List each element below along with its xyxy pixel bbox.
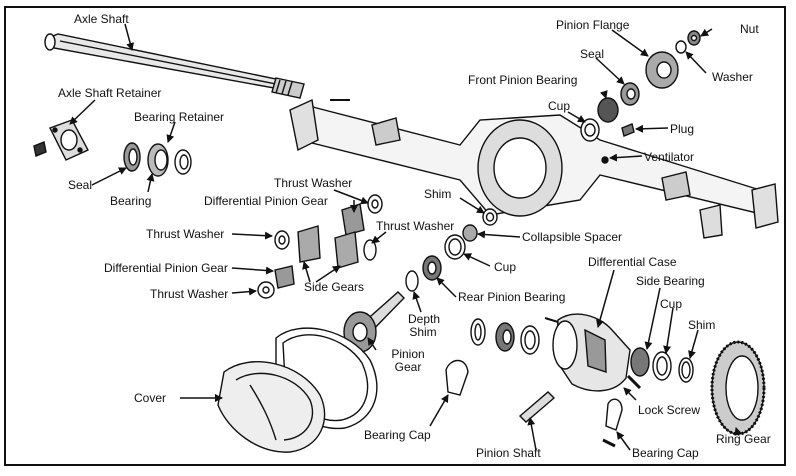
label-axle-shaft-retainer: Axle Shaft Retainer xyxy=(58,86,162,100)
label-thrust-washer-top: Thrust Washer xyxy=(274,176,353,190)
label-nut: Nut xyxy=(740,22,759,36)
label-shim-right: Shim xyxy=(688,318,716,332)
label-collapsible-spacer: Collapsible Spacer xyxy=(522,230,623,244)
pinion-flange-parts xyxy=(580,30,701,142)
axle-housing-part xyxy=(289,98,779,239)
label-thrust-washer-low: Thrust Washer xyxy=(150,287,229,301)
label-cover: Cover xyxy=(134,391,167,405)
label-side-bearing: Side Bearing xyxy=(636,274,705,288)
label-cup-mid: Cup xyxy=(494,260,517,274)
label-rear-pinion-bearing: Rear Pinion Bearing xyxy=(458,290,566,304)
label-pinion-gear-line2: Gear xyxy=(394,360,422,374)
label-bearing-left: Bearing xyxy=(110,194,152,208)
label-seal-left: Seal xyxy=(68,178,93,192)
label-bearing-cap-left: Bearing Cap xyxy=(364,428,431,442)
label-diff-pinion-gear-top: Differential Pinion Gear xyxy=(204,194,328,208)
pinion-bearing-parts xyxy=(405,208,498,292)
ring-gear-part xyxy=(710,340,766,436)
caps-and-shaft-parts xyxy=(445,359,642,448)
label-cup-top: Cup xyxy=(548,99,571,113)
diagram-border xyxy=(4,6,786,466)
leader-arrows xyxy=(69,23,743,451)
label-depth-shim-line2: Shim xyxy=(409,325,437,339)
label-pinion-gear-line1: Pinion xyxy=(391,347,425,361)
axle-shaft-retainer-part xyxy=(33,119,89,161)
label-bearing-retainer: Bearing Retainer xyxy=(134,110,225,124)
label-cup-right: Cup xyxy=(660,297,683,311)
label-pinion-flange: Pinion Flange xyxy=(556,18,630,32)
axle-shaft-part xyxy=(44,33,305,99)
label-side-gears: Side Gears xyxy=(304,280,365,294)
label-axle-shaft: Axle Shaft xyxy=(74,12,129,26)
label-differential-case: Differential Case xyxy=(588,255,677,269)
label-washer: Washer xyxy=(712,70,753,84)
carrier-bearing-parts xyxy=(470,318,694,383)
differential-case-part xyxy=(544,313,631,392)
label-ring-gear: Ring Gear xyxy=(716,432,771,446)
cover-parts xyxy=(217,327,378,453)
wheel-bearing-parts xyxy=(123,142,192,177)
label-plug: Plug xyxy=(670,122,695,136)
label-bearing-cap-right: Bearing Cap xyxy=(632,446,699,460)
label-thrust-washer-left: Thrust Washer xyxy=(146,227,225,241)
label-diff-pinion-gear-low: Differential Pinion Gear xyxy=(104,261,228,275)
label-thrust-washer-mid: Thrust Washer xyxy=(376,219,455,233)
differential-gears-parts xyxy=(257,194,383,299)
label-lock-screw: Lock Screw xyxy=(638,403,701,417)
label-ventilator: Ventilator xyxy=(644,150,695,164)
label-depth-shim-line1: Depth xyxy=(408,312,441,326)
label-pinion-shaft: Pinion Shaft xyxy=(476,446,541,460)
label-front-pinion-bearing: Front Pinion Bearing xyxy=(468,73,578,87)
label-shim-mid: Shim xyxy=(424,187,452,201)
label-seal-top: Seal xyxy=(580,47,605,61)
